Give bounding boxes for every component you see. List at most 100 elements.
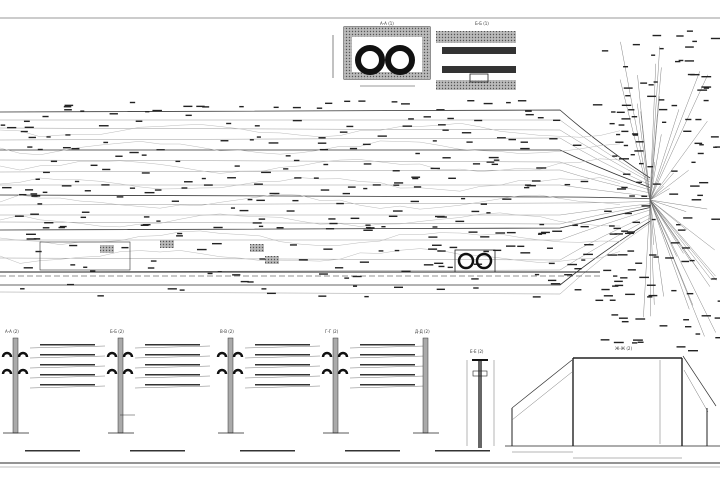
annotation-mark: [259, 258, 268, 260]
fan-line: [649, 199, 716, 333]
annotation-mark: [213, 226, 223, 229]
annotation-mark: [129, 187, 136, 189]
annotation-mark: [525, 113, 534, 116]
annotation-mark: [183, 105, 193, 108]
annotation-mark: [567, 263, 578, 266]
annotation-mark: [434, 262, 444, 265]
contour-line: [0, 140, 621, 156]
annotation-mark: [659, 47, 664, 50]
annotation-mark: [438, 265, 445, 268]
annotation-mark: [472, 163, 481, 165]
annotation-mark: [607, 254, 618, 256]
annotation-mark: [574, 267, 582, 270]
brace: [682, 355, 717, 407]
annotation-mark: [611, 314, 619, 316]
annotation-mark: [715, 146, 720, 148]
annotation-mark: [181, 187, 188, 189]
annotation-mark: [649, 254, 657, 256]
annotation-mark: [344, 277, 350, 279]
annotation-mark: [449, 246, 458, 249]
annotation-mark: [392, 210, 403, 212]
annotation-mark: [431, 244, 442, 246]
annotation-mark: [25, 189, 34, 191]
annotation-mark: [461, 197, 466, 200]
annotation-mark: [609, 233, 617, 235]
leader-line: [29, 345, 106, 349]
annotation-mark: [103, 141, 109, 144]
annotation-mark: [524, 184, 532, 186]
annotation-mark: [600, 339, 610, 341]
callout-text-mark: [145, 364, 200, 366]
annotation-mark: [33, 238, 41, 240]
plan-line: [0, 137, 651, 186]
annotation-mark: [625, 95, 631, 97]
annotation-mark: [633, 339, 643, 341]
annotation-mark: [256, 136, 261, 138]
section-title: Г-Г (2): [325, 329, 339, 334]
annotation-mark: [141, 172, 150, 174]
annotation-mark: [66, 283, 74, 286]
annotation-mark: [292, 106, 301, 109]
contour-line: [0, 212, 621, 228]
annotation-mark: [26, 238, 37, 240]
hatched-block: [160, 240, 174, 248]
annotation-mark: [43, 171, 50, 174]
annotation-mark: [339, 131, 348, 133]
insulator-icon: [106, 368, 118, 375]
annotation-mark: [115, 155, 123, 157]
annotation-mark: [298, 259, 308, 261]
annotation-mark: [63, 106, 72, 108]
annotation-mark: [358, 100, 366, 102]
annotation-mark: [0, 124, 6, 126]
annotation-mark: [553, 119, 561, 122]
annotation-mark: [711, 218, 720, 220]
annotation-mark: [437, 250, 446, 252]
annotation-mark: [394, 286, 404, 289]
annotation-mark: [621, 130, 629, 133]
annotation-mark: [80, 110, 85, 112]
annotation-mark: [658, 99, 665, 101]
annotation-mark: [495, 232, 506, 234]
fan-line: [649, 63, 656, 201]
annotation-mark: [676, 35, 684, 37]
annotation-mark: [412, 177, 419, 180]
plan-line: [0, 194, 651, 200]
annotation-mark: [635, 262, 643, 264]
annotation-mark: [635, 141, 644, 143]
annotation-mark: [31, 195, 38, 197]
annotation-mark: [177, 232, 183, 235]
leader-line: [134, 375, 211, 379]
annotation-mark: [393, 184, 400, 186]
pole: [422, 337, 429, 434]
cable-pipe-right: [385, 45, 415, 75]
annotation-mark: [630, 154, 635, 156]
annotation-mark: [276, 227, 284, 229]
leader-line: [244, 345, 321, 349]
annotation-mark: [20, 130, 28, 133]
annotation-mark: [468, 231, 478, 233]
annotation-mark: [30, 213, 39, 215]
annotation-mark: [688, 349, 698, 352]
annotation-mark: [474, 119, 483, 122]
insulator-icon: [17, 351, 29, 358]
annotation-mark: [156, 149, 165, 151]
fan-line: [649, 185, 664, 201]
inset-left-title: А-А (1): [380, 21, 394, 26]
annotation-mark: [7, 126, 17, 129]
contour-line: [0, 177, 621, 192]
annotation-mark: [683, 217, 693, 219]
annotation-mark: [648, 84, 654, 86]
pole: [332, 337, 339, 434]
annotation-mark: [378, 250, 384, 252]
annotation-mark: [367, 227, 375, 229]
annotation-mark: [323, 163, 329, 166]
annotation-mark: [550, 283, 561, 285]
annotation-mark: [74, 180, 80, 183]
annotation-mark: [227, 177, 236, 179]
annotation-mark: [618, 124, 625, 126]
annotation-mark: [436, 288, 445, 291]
leader-line: [349, 355, 426, 359]
leader-line: [244, 365, 321, 369]
annotation-mark: [372, 184, 381, 186]
annotation-mark: [564, 183, 571, 186]
